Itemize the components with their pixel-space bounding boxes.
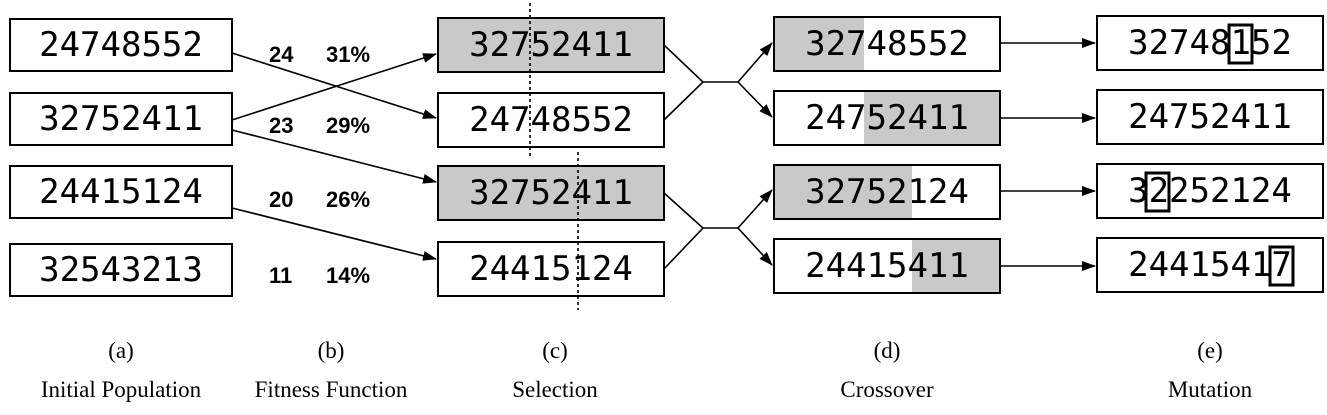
fitness-score-4: 11 (269, 263, 292, 288)
crossover-shade-4 (912, 240, 999, 292)
selection-arrow-4 (231, 207, 437, 261)
mutated-gene-marker-2 (1144, 171, 1171, 213)
mutation-box-2 (1096, 89, 1324, 145)
mutation-box-1 (1096, 15, 1324, 71)
fitness-score-1: 24 (269, 42, 294, 67)
selection-string-3: 32752411 (469, 173, 633, 213)
pair-2-bracket (663, 192, 705, 270)
captions: (a) Initial Population (b) Fitness Funct… (41, 338, 1253, 402)
caption-letter-a: (a) (108, 338, 134, 363)
population-box-4 (9, 243, 233, 297)
pair-2-arrow-down (737, 227, 773, 266)
mutation-box-3 (1096, 163, 1324, 219)
pair-1-arrow-up (737, 42, 773, 83)
crossover-string-1: 32748552 (805, 24, 969, 64)
population-string-3: 24415124 (39, 172, 203, 212)
population-box-2 (9, 92, 233, 146)
caption-title-c: Selection (512, 377, 598, 402)
selection-arrow-1 (231, 53, 437, 121)
fitness-percent-1: 31% (326, 42, 370, 67)
selection-box-1 (437, 17, 665, 73)
crossover-shade-2 (864, 92, 999, 144)
mutation-column: 32748152 24752411 32252124 24415417 (1096, 15, 1324, 293)
selection-arrow-2 (231, 52, 437, 119)
fitness-score-3: 20 (269, 187, 293, 212)
caption-letter-d: (d) (874, 338, 901, 363)
pair-1-bracket (663, 44, 705, 121)
mutation-arrows (1000, 38, 1096, 271)
fitness-percent-2: 29% (326, 113, 370, 138)
selection-string-2: 24748552 (469, 100, 633, 140)
caption-title-d: Crossover (840, 377, 934, 402)
selection-arrow-3 (231, 129, 437, 184)
population-box-3 (9, 165, 233, 219)
crossover-shade-1 (775, 18, 864, 70)
mutation-string-4: 24415417 (1128, 245, 1292, 285)
fitness-score-2: 23 (269, 113, 293, 138)
caption-title-b: Fitness Function (255, 377, 408, 402)
pair-1-arrow-down (737, 81, 773, 118)
crossover-string-4: 24415411 (805, 246, 969, 286)
population-string-2: 32752411 (39, 99, 203, 139)
caption-title-e: Mutation (1168, 377, 1253, 402)
selection-column: 32752411 24748552 32752411 24415124 (437, 3, 665, 310)
population-string-4: 32543213 (39, 250, 203, 290)
crossover-string-2: 24752411 (805, 98, 969, 138)
pair-2-arrow-up (737, 189, 773, 229)
mutation-string-3: 32252124 (1128, 171, 1292, 211)
initial-population-column: 24748552 32752411 24415124 32543213 (9, 18, 233, 297)
mutated-gene-marker-3 (1268, 245, 1295, 287)
population-string-1: 24748552 (39, 25, 203, 65)
caption-title-a: Initial Population (41, 377, 202, 402)
selection-arrows (231, 52, 437, 261)
selection-box-2 (437, 92, 665, 148)
fitness-percent-3: 26% (326, 187, 370, 212)
caption-letter-e: (e) (1197, 338, 1223, 363)
crossover-column: 32748552 24752411 32752124 24415411 (773, 16, 1001, 294)
mutation-string-1: 32748152 (1128, 23, 1292, 63)
caption-letter-c: (c) (542, 338, 568, 363)
selection-string-4: 24415124 (469, 249, 633, 289)
selection-string-1: 32752411 (469, 25, 633, 65)
mutation-string-2: 24752411 (1128, 97, 1292, 137)
population-box-1 (9, 18, 233, 72)
crossover-shade-3 (775, 166, 912, 218)
mutated-gene-marker-1 (1227, 23, 1254, 65)
fitness-column: 24 31% 23 29% 20 26% 11 14% (269, 42, 370, 288)
fitness-percent-4: 14% (326, 263, 370, 288)
selection-box-4 (437, 241, 665, 297)
caption-letter-b: (b) (318, 338, 345, 363)
crossover-string-3: 32752124 (805, 172, 969, 212)
crossover-connectors (663, 42, 773, 270)
